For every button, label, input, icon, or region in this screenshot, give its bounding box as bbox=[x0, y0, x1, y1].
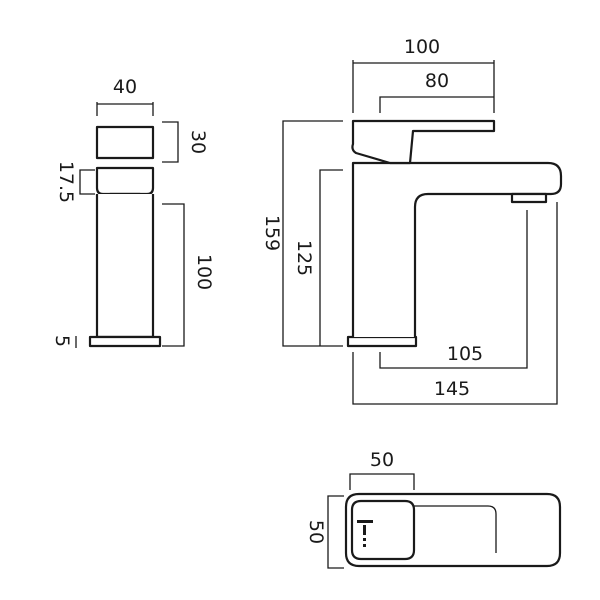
front-base bbox=[346, 335, 418, 348]
dim-lever-length: 80 bbox=[425, 70, 449, 92]
dim-line-spout-offset bbox=[79, 169, 95, 195]
indicator-mark bbox=[357, 520, 373, 523]
dim-line-width bbox=[96, 102, 154, 116]
indicator-mark bbox=[363, 538, 366, 541]
dim-overall-length: 100 bbox=[404, 36, 440, 58]
front-body-spout bbox=[351, 161, 563, 337]
dim-line-top-depth bbox=[327, 495, 344, 569]
dim-line-spout-height bbox=[319, 169, 343, 346]
dim-line-lever-height bbox=[162, 121, 179, 163]
dim-lever-height: 30 bbox=[187, 130, 209, 154]
dim-line-spout-reach bbox=[379, 210, 528, 369]
top-view: 50 50 bbox=[305, 449, 562, 569]
dim-spout-reach: 105 bbox=[447, 343, 483, 365]
dim-base-to-tip: 145 bbox=[434, 378, 470, 400]
dim-base-height: 5 bbox=[51, 335, 73, 347]
front-lever bbox=[351, 119, 496, 165]
front-view: 100 80 159 125 105 145 bbox=[261, 36, 563, 405]
side-view: 40 30 17.5 100 5 bbox=[51, 76, 215, 348]
dim-total-height: 159 bbox=[261, 215, 283, 251]
dim-line-top-width bbox=[349, 473, 415, 490]
dim-top-depth: 50 bbox=[305, 520, 327, 544]
dim-width: 40 bbox=[113, 76, 137, 98]
dim-line-total-height bbox=[282, 120, 343, 347]
side-lever bbox=[95, 125, 155, 160]
indicator-mark bbox=[363, 544, 366, 547]
dim-line-body-height bbox=[162, 203, 185, 347]
top-lever-inner bbox=[414, 505, 497, 553]
front-aerator bbox=[510, 192, 548, 204]
side-body bbox=[95, 194, 155, 339]
dim-spout-height: 125 bbox=[293, 240, 315, 276]
top-lever bbox=[350, 499, 416, 561]
side-spout-head bbox=[95, 166, 155, 196]
dim-line-base-to-tip bbox=[352, 202, 558, 405]
indicator-mark bbox=[363, 525, 366, 535]
dim-top-width: 50 bbox=[370, 449, 394, 471]
dim-spout-offset: 17.5 bbox=[55, 161, 77, 203]
side-base bbox=[88, 335, 162, 348]
dim-line-lever-length bbox=[379, 96, 494, 113]
dim-line-overall-length bbox=[352, 60, 495, 113]
dim-body-height: 100 bbox=[193, 254, 215, 290]
